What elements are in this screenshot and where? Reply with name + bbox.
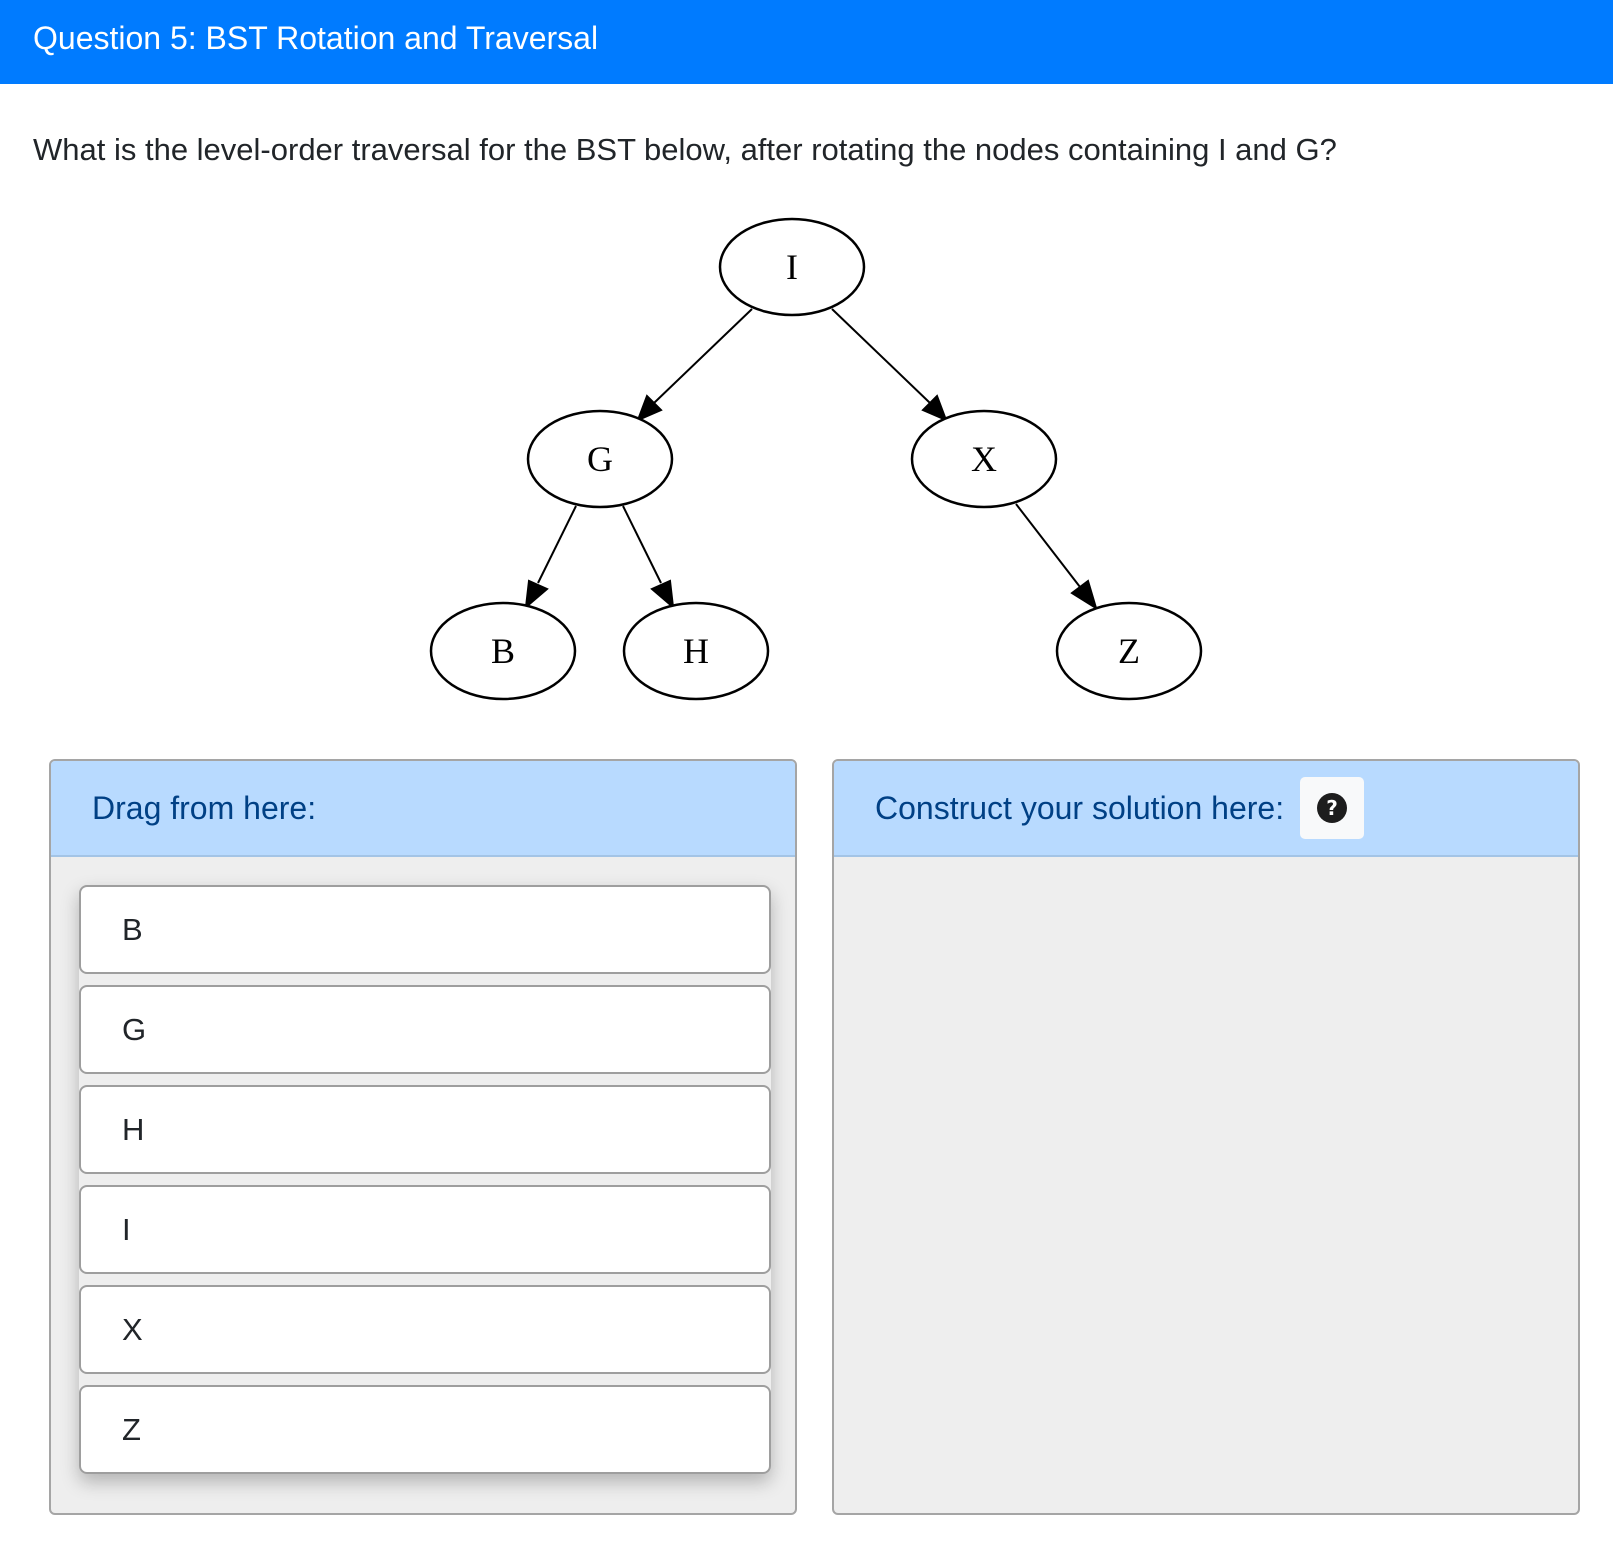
node-h-label: H (683, 631, 709, 671)
block-label: B (122, 911, 143, 947)
node-b (429, 601, 577, 701)
draggable-block-g[interactable]: G (79, 985, 771, 1074)
draggable-block-z[interactable]: Z (79, 1385, 771, 1474)
draggable-block-x[interactable]: X (79, 1285, 771, 1374)
source-block-list: B G H I X Z (79, 885, 771, 1474)
source-panel: Drag from here: B G H I X Z (49, 759, 797, 1515)
bst-diagram: I G X B H Z (429, 217, 1203, 701)
edge-i-g (653, 308, 753, 404)
solution-panel[interactable]: Construct your solution here: ? (832, 759, 1580, 1515)
source-panel-header: Drag from here: (51, 761, 795, 857)
solution-panel-header: Construct your solution here: ? (834, 761, 1578, 857)
question-header: Question 5: BST Rotation and Traversal (0, 0, 1613, 84)
edge-i-x (831, 308, 931, 404)
node-z (1055, 601, 1203, 701)
help-button[interactable]: ? (1300, 777, 1365, 839)
node-g (526, 409, 674, 509)
draggable-block-i[interactable]: I (79, 1185, 771, 1274)
block-label: H (122, 1111, 145, 1147)
draggable-block-b[interactable]: B (79, 885, 771, 974)
block-label: G (122, 1011, 147, 1047)
block-label: X (122, 1311, 143, 1347)
node-h (622, 601, 770, 701)
arrowhead-x (921, 394, 948, 422)
solution-panel-heading: Construct your solution here: (875, 789, 1285, 826)
arrowhead-h (650, 579, 675, 610)
node-x (910, 409, 1058, 509)
edge-x-z (1015, 503, 1081, 588)
edge-g-h (622, 505, 662, 584)
edge-g-b (537, 505, 577, 584)
node-x-label: X (971, 439, 997, 479)
node-z-label: Z (1118, 631, 1140, 671)
block-label: I (122, 1211, 131, 1247)
node-i-label: I (786, 247, 798, 287)
node-g-label: G (587, 439, 613, 479)
arrowhead-g (636, 394, 663, 422)
block-label: Z (122, 1411, 141, 1447)
arrowhead-b (524, 579, 549, 610)
question-prompt: What is the level-order traversal for th… (33, 132, 1337, 167)
source-panel-heading: Drag from here: (92, 789, 317, 826)
question-circle-icon: ? (1317, 793, 1348, 823)
question-title: Question 5: BST Rotation and Traversal (33, 19, 599, 56)
node-i (718, 217, 866, 317)
node-b-label: B (491, 631, 515, 671)
arrowhead-z (1070, 579, 1098, 611)
draggable-block-h[interactable]: H (79, 1085, 771, 1174)
